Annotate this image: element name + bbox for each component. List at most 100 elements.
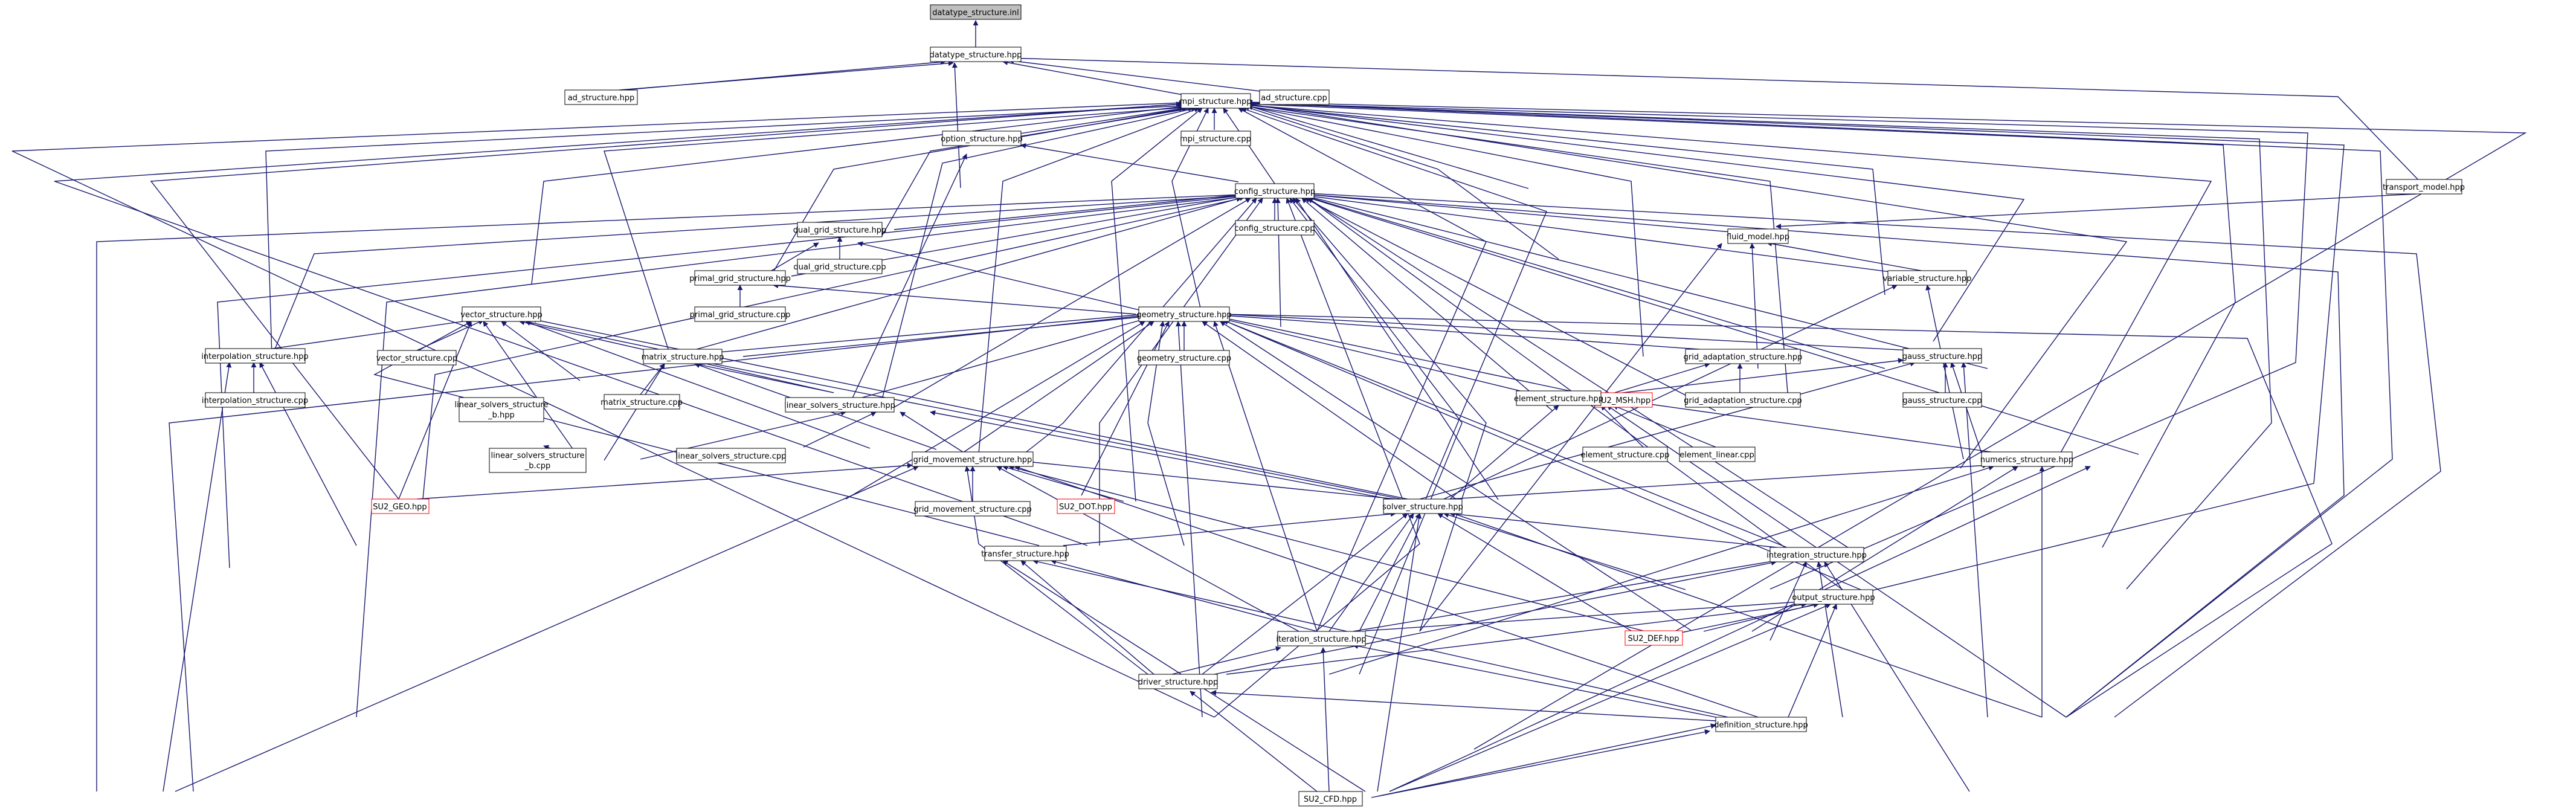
edge [1244, 105, 1559, 260]
edge [1353, 643, 1716, 718]
edge [1026, 459, 1396, 500]
node-label: element_structure.cpp [1581, 451, 1670, 460]
node-su2-def-hpp[interactable]: SU2_DEF.hpp [1624, 630, 1683, 646]
node-vector-structure-hpp[interactable]: vector_structure.hpp [460, 306, 543, 322]
edge [1247, 100, 2272, 590]
edge [1365, 599, 1801, 631]
node-geometry-structure-cpp[interactable]: geometry_structure.cpp [1137, 350, 1231, 366]
node-label: geometry_structure.cpp [1137, 354, 1231, 363]
node-element-linear-cpp[interactable]: element_linear.cpp [1679, 446, 1756, 462]
edge [1275, 198, 1281, 327]
node-interpolation-structure-cpp[interactable]: interpolation_structure.cpp [202, 392, 308, 408]
node-primal-grid-structure-cpp[interactable]: primal_grid_structure.cpp [690, 306, 791, 322]
edge [851, 153, 967, 400]
node-element-structure-cpp[interactable]: element_structure.cpp [1581, 446, 1670, 462]
edge [1371, 729, 1710, 798]
node-grid-movement-structure-cpp[interactable]: grid_movement_structure.cpp [913, 501, 1032, 517]
edge [1032, 559, 1728, 718]
edge [1389, 604, 1831, 792]
node-config-structure-hpp[interactable]: config_structure.hpp [1234, 183, 1315, 199]
node-transport-model-hpp[interactable]: transport_model.hpp [2383, 179, 2465, 195]
edge [881, 106, 1194, 236]
edge [803, 411, 877, 448]
edge [1002, 465, 1124, 502]
node-label: config_structure.hpp [1234, 187, 1315, 196]
node-su2-dot-hpp[interactable]: SU2_DOT.hpp [1057, 498, 1115, 514]
node-datatype-structure-hpp[interactable]: datatype_structure.hpp [930, 47, 1022, 62]
node-label: element_linear.cpp [1679, 451, 1754, 460]
node-mpi-structure-cpp[interactable]: mpi_structure.cpp [1180, 131, 1251, 146]
node-config-structure-cpp[interactable]: config_structure.cpp [1234, 220, 1315, 236]
edge [1961, 362, 1988, 718]
node-numerics-structure-hpp[interactable]: numerics_structure.hpp [1980, 451, 2073, 467]
node-grid-movement-structure-hpp[interactable]: grid_movement_structure.hpp [912, 451, 1034, 467]
edge [1176, 321, 1203, 718]
node-matrix-structure-hpp[interactable]: matrix_structure.hpp [642, 349, 724, 364]
node-label: geometry_structure.hpp [1136, 311, 1231, 320]
node-datatype-structure-inl[interactable]: datatype_structure.inl [930, 4, 1022, 20]
node-linear-solvers-structure-b-hpp[interactable]: linear_solvers_structure _b.hpp [455, 397, 549, 422]
node-gauss-structure-cpp[interactable]: gauss_structure.cpp [1902, 392, 1982, 408]
edge [1766, 241, 1922, 271]
node-geometry-structure-hpp[interactable]: geometry_structure.hpp [1136, 306, 1232, 322]
node-label: fluid_model.hpp [1727, 233, 1789, 242]
edge [1637, 400, 2000, 454]
node-label: grid_movement_structure.cpp [913, 505, 1032, 514]
node-definition-structure-hpp[interactable]: definition_structure.hpp [1714, 717, 1808, 732]
node-label: variable_structure.hpp [1883, 274, 1972, 283]
node-integration-structure-hpp[interactable]: integration_structure.hpp [1766, 547, 1867, 562]
node-fluid-model-hpp[interactable]: fluid_model.hpp [1727, 228, 1789, 244]
node-transfer-structure-hpp[interactable]: transfer_structure.hpp [981, 546, 1069, 561]
edge [887, 198, 1251, 411]
node-output-structure-hpp[interactable]: output_structure.hpp [1792, 589, 1875, 605]
node-label: dual_grid_structure.cpp [793, 263, 886, 272]
node-label: transfer_structure.hpp [981, 550, 1069, 559]
node-label: _b.hpp [488, 411, 515, 420]
node-linear-solvers-structure-cpp[interactable]: linear_solvers_structure.cpp [676, 448, 787, 463]
node-variable-structure-hpp[interactable]: variable_structure.hpp [1883, 270, 1972, 286]
edge [1213, 321, 1318, 632]
edge [1063, 511, 1396, 546]
node-su2-cfd-hpp[interactable]: SU2_CFD.hpp [1298, 791, 1363, 807]
node-label: datatype_structure.inl [932, 8, 1019, 18]
edge [978, 107, 1200, 454]
node-label: driver_structure.hpp [1138, 678, 1219, 687]
node-interpolation-structure-hpp[interactable]: interpolation_structure.hpp [201, 348, 309, 364]
node-label: gauss_structure.hpp [1902, 352, 1982, 361]
node-label: SU2_CFD.hpp [1304, 795, 1357, 804]
node-ad-structure-hpp[interactable]: ad_structure.hpp [564, 89, 638, 105]
node-ad-structure-cpp[interactable]: ad_structure.cpp [1259, 89, 1330, 105]
node-label: ad_structure.hpp [568, 94, 635, 103]
node-primal-grid-structure-hpp[interactable]: primal_grid_structure.hpp [689, 270, 791, 286]
node-dual-grid-structure-cpp[interactable]: dual_grid_structure.cpp [793, 259, 886, 274]
node-vector-structure-cpp[interactable]: vector_structure.cpp [376, 350, 458, 366]
node-iteration-structure-hpp[interactable]: iteration_structure.hpp [1276, 631, 1367, 646]
node-linear-solvers-structure-hpp[interactable]: linear_solvers_structure.hpp [784, 397, 895, 413]
edge [1211, 689, 1716, 721]
node-driver-structure-hpp[interactable]: driver_structure.hpp [1138, 674, 1219, 689]
node-element-structure-hpp[interactable]: element_structure.hpp [1514, 390, 1603, 406]
node-su2-geo-hpp[interactable]: SU2_GEO.hpp [371, 498, 430, 514]
edge [857, 317, 1145, 399]
node-gauss-structure-hpp[interactable]: gauss_structure.hpp [1902, 348, 1982, 364]
edge [1449, 405, 1559, 500]
node-matrix-structure-cpp[interactable]: matrix_structure.cpp [601, 394, 683, 410]
node-linear-solvers-structure-b-cpp[interactable]: linear_solvers_structure _b.cpp [489, 448, 587, 473]
edge [1202, 321, 1457, 500]
node-solver-structure-hpp[interactable]: solver_structure.hpp [1382, 498, 1463, 514]
node-option-structure-hpp[interactable]: option_structure.hpp [941, 131, 1023, 146]
edge [1301, 198, 1553, 411]
edge [519, 318, 665, 351]
node-grid-adaptation-structure-hpp[interactable]: grid_adaptation_structure.hpp [1684, 349, 1803, 364]
edge [525, 320, 871, 449]
edge [1223, 317, 1553, 399]
edge [1171, 646, 1281, 675]
node-su2-msh-hpp[interactable]: SU2_MSH.hpp [1594, 392, 1653, 408]
node-dual-grid-structure-hpp[interactable]: dual_grid_structure.hpp [793, 222, 886, 237]
edge [416, 463, 913, 500]
node-grid-adaptation-structure-cpp[interactable]: grid_adaptation_structure.cpp [1684, 392, 1802, 408]
edge [894, 192, 1242, 230]
node-mpi-structure-hpp[interactable]: mpi_structure.hpp [1180, 93, 1252, 109]
node-label: linear_solvers_structure.hpp [784, 401, 895, 410]
edge [1020, 143, 1239, 182]
